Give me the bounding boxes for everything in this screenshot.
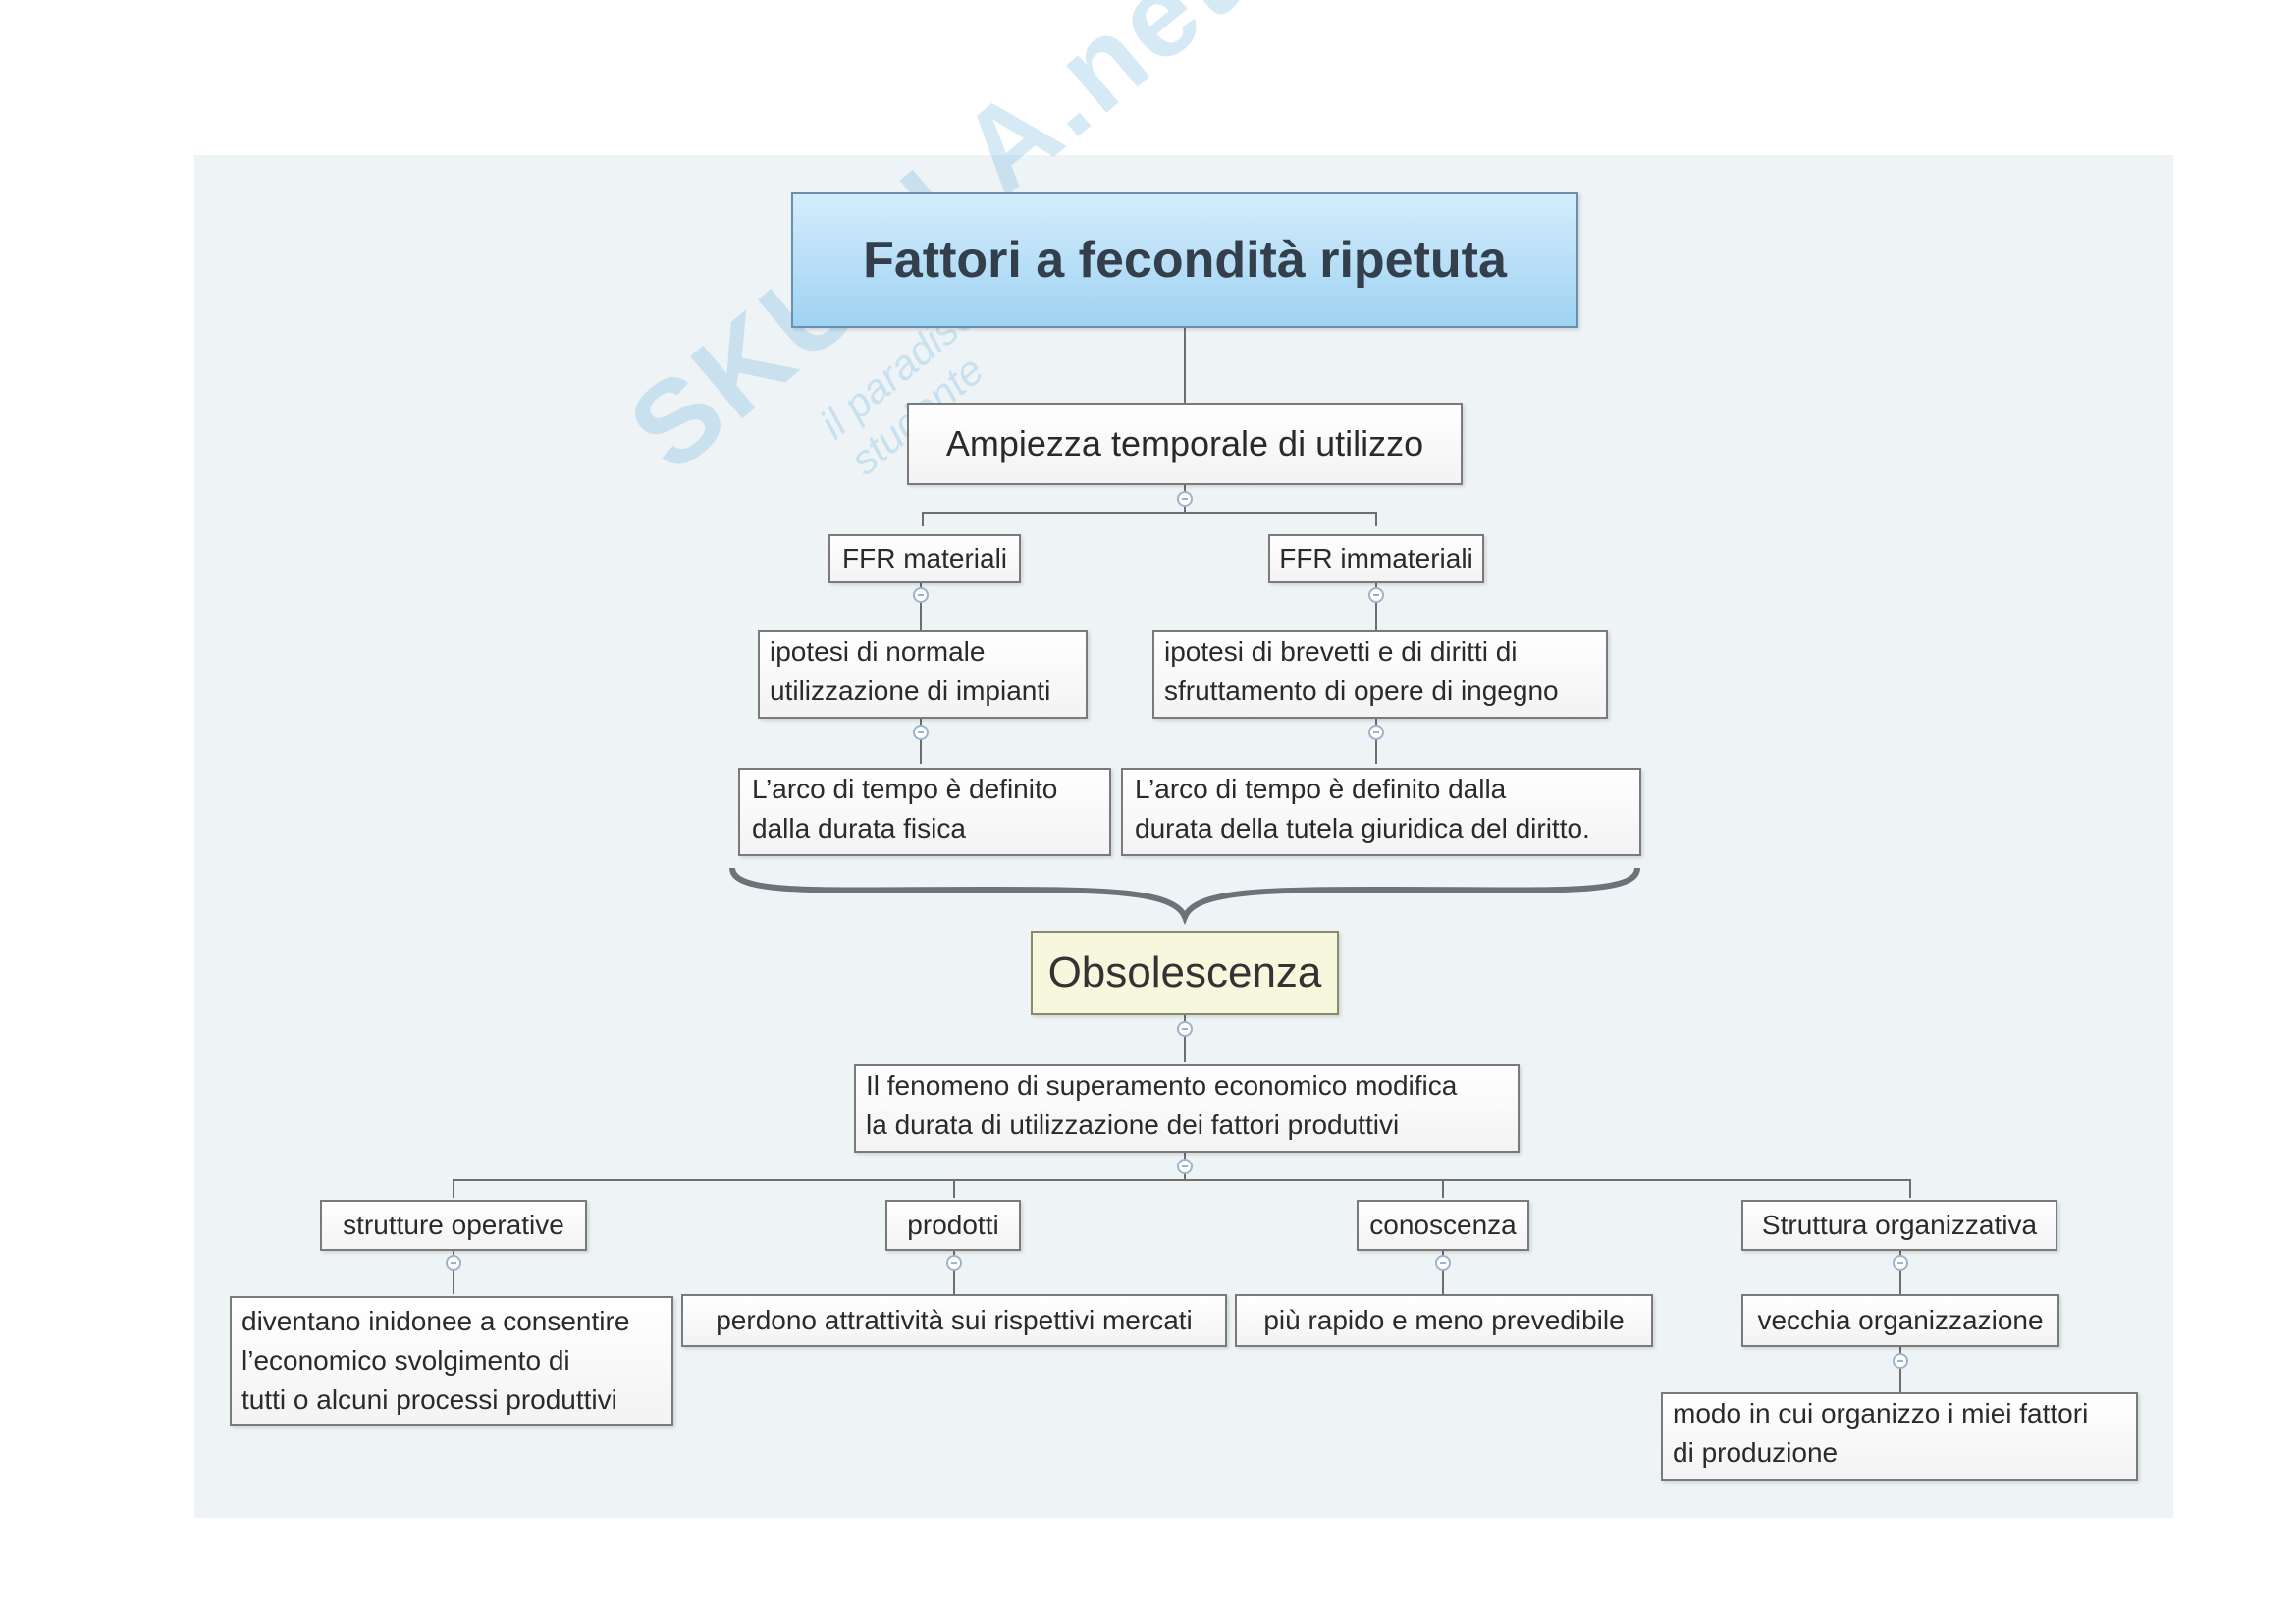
text-line: L’arco di tempo è definito	[752, 774, 1058, 804]
topic-modo-organizzo[interactable]: modo in cui organizzo i miei fattori di …	[1661, 1392, 2138, 1481]
text-line: durata della tutela giuridica del diritt…	[1135, 813, 1590, 843]
topic-ampiezza-label: Ampiezza temporale di utilizzo	[945, 423, 1424, 463]
collapse-toggle-prodotti[interactable]	[946, 1255, 962, 1271]
topic-prodotti-label: prodotti	[907, 1210, 999, 1240]
central-topic-label: Fattori a fecondità ripetuta	[863, 232, 1507, 289]
text-line: la durata di utilizzazione dei fattori p…	[866, 1109, 1400, 1140]
collapse-toggle-strutture[interactable]	[446, 1255, 461, 1271]
text-line: utilizzazione di impianti	[770, 676, 1051, 706]
text-line: ipotesi di brevetti e di diritti di	[1164, 636, 1518, 667]
topic-ipotesi-immateriali[interactable]: ipotesi di brevetti e di diritti di sfru…	[1152, 630, 1608, 719]
text-line: tutti o alcuni processi produttivi	[241, 1384, 617, 1415]
topic-ffr-immateriali-label: FFR immateriali	[1279, 543, 1473, 573]
topic-ffr-materiali-label: FFR materiali	[842, 543, 1008, 573]
topic-vecchia-organizzazione[interactable]: vecchia organizzazione	[1741, 1294, 2059, 1347]
collapse-toggle-ipotesi-materiali[interactable]	[913, 725, 929, 740]
topic-conoscenza-detail[interactable]: più rapido e meno prevedibile	[1235, 1294, 1653, 1347]
text-line: L’arco di tempo è definito dalla	[1135, 774, 1507, 804]
collapse-toggle-ampiezza[interactable]	[1177, 491, 1193, 507]
collapse-toggle-immateriali[interactable]	[1368, 587, 1384, 603]
text-line: dalla durata fisica	[752, 813, 966, 843]
topic-strutture-detail[interactable]: diventano inidonee a consentire l’econom…	[230, 1296, 673, 1426]
text-line: sfruttamento di opere di ingegno	[1164, 676, 1559, 706]
text-line: Il fenomeno di superamento economico mod…	[866, 1070, 1458, 1101]
central-topic[interactable]: Fattori a fecondità ripetuta	[791, 192, 1578, 328]
topic-ffr-materiali[interactable]: FFR materiali	[828, 534, 1021, 583]
topic-arco-materiali[interactable]: L’arco di tempo è definito dalla durata …	[738, 768, 1111, 856]
topic-conoscenza[interactable]: conoscenza	[1357, 1200, 1529, 1251]
text-line: ipotesi di normale	[770, 636, 986, 667]
topic-ampiezza[interactable]: Ampiezza temporale di utilizzo	[907, 403, 1463, 485]
topic-conoscenza-detail-label: più rapido e meno prevedibile	[1263, 1305, 1625, 1335]
topic-prodotti-detail-label: perdono attrattività sui rispettivi merc…	[716, 1305, 1193, 1335]
topic-conoscenza-label: conoscenza	[1369, 1210, 1517, 1240]
text-line: l’economico svolgimento di	[241, 1345, 570, 1376]
topic-strutture-operative[interactable]: strutture operative	[320, 1200, 587, 1251]
collapse-toggle-obsolescenza[interactable]	[1177, 1021, 1193, 1037]
collapse-toggle-materiali[interactable]	[913, 587, 929, 603]
text-line: modo in cui organizzo i miei fattori	[1673, 1398, 2089, 1429]
collapse-toggle-vecchia-org[interactable]	[1893, 1353, 1908, 1369]
topic-prodotti-detail[interactable]: perdono attrattività sui rispettivi merc…	[681, 1294, 1227, 1347]
topic-fenomeno[interactable]: Il fenomeno di superamento economico mod…	[854, 1064, 1520, 1153]
topic-ipotesi-materiali[interactable]: ipotesi di normale utilizzazione di impi…	[758, 630, 1088, 719]
collapse-toggle-conoscenza[interactable]	[1435, 1255, 1451, 1271]
topic-struttura-org-label: Struttura organizzativa	[1761, 1210, 2038, 1240]
topic-arco-immateriali[interactable]: L’arco di tempo è definito dalla durata …	[1121, 768, 1641, 856]
topic-strutture-label: strutture operative	[343, 1210, 564, 1240]
text-line: di produzione	[1673, 1437, 1839, 1468]
collapse-toggle-fenomeno[interactable]	[1177, 1159, 1193, 1174]
collapse-toggle-struttura-org[interactable]	[1893, 1255, 1908, 1271]
collapse-toggle-ipotesi-immateriali[interactable]	[1368, 725, 1384, 740]
topic-prodotti[interactable]: prodotti	[885, 1200, 1021, 1251]
topic-obsolescenza[interactable]: Obsolescenza	[1031, 931, 1339, 1015]
topic-struttura-organizzativa[interactable]: Struttura organizzativa	[1741, 1200, 2057, 1251]
topic-ffr-immateriali[interactable]: FFR immateriali	[1268, 534, 1484, 583]
topic-vecchia-org-label: vecchia organizzazione	[1757, 1305, 2044, 1335]
topic-obsolescenza-label: Obsolescenza	[1047, 948, 1322, 997]
text-line: diventano inidonee a consentire	[241, 1306, 630, 1336]
